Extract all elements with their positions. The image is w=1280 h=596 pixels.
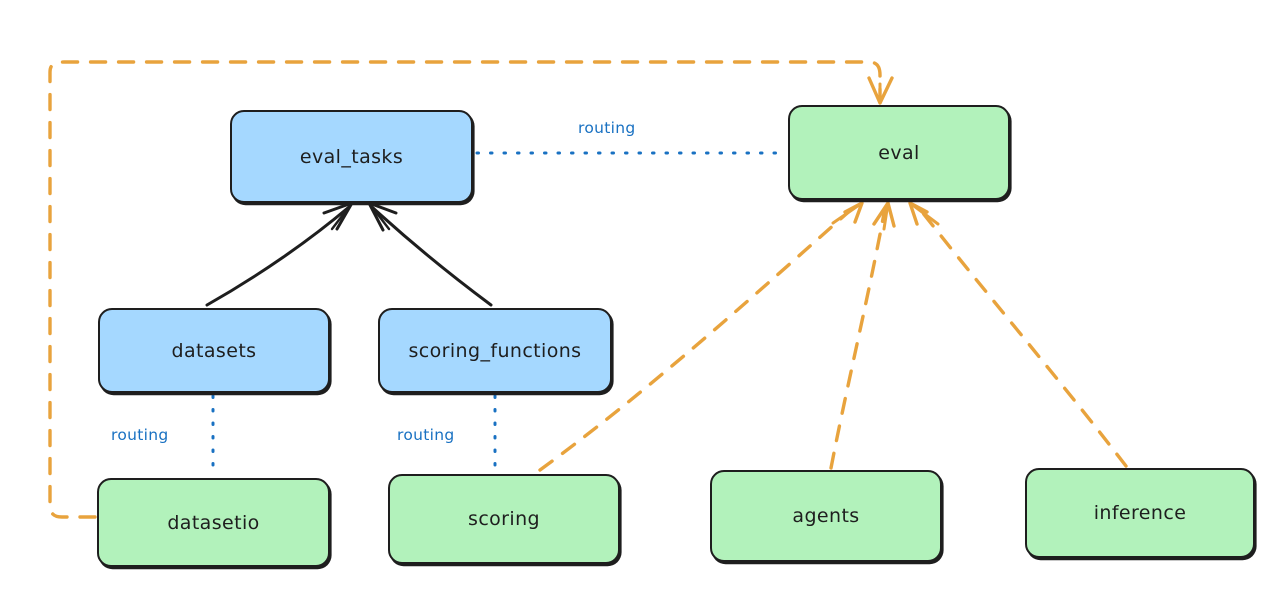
node-label-datasetio: datasetio (167, 511, 260, 534)
node-label-inference: inference (1093, 502, 1187, 524)
edge-agents-to-eval (829, 201, 896, 470)
node-label-scoring: scoring (468, 508, 540, 530)
edge-scoring-functions-to-eval-tasks (367, 201, 493, 307)
node-label-datasets: datasets (171, 339, 257, 362)
node-label-eval-tasks: eval_tasks (299, 145, 404, 168)
edge-label-routing-datasets: routing (111, 426, 169, 444)
node-label-scoring-functions: scoring_functions (408, 339, 582, 362)
node-eval-tasks[interactable]: eval_tasks (230, 110, 473, 203)
node-agents[interactable]: agents (710, 470, 942, 562)
edge-label-routing-eval-tasks: routing (578, 119, 636, 137)
edge-datasetio-to-eval (48, 60, 894, 519)
edge-scoring-to-eval (538, 201, 864, 472)
node-label-eval: eval (878, 141, 920, 164)
node-scoring[interactable]: scoring (388, 474, 620, 564)
node-datasets[interactable]: datasets (98, 308, 330, 393)
node-datasetio[interactable]: datasetio (97, 478, 330, 567)
node-scoring-functions[interactable]: scoring_functions (378, 308, 612, 393)
node-inference[interactable]: inference (1025, 468, 1255, 558)
node-label-agents: agents (792, 505, 860, 527)
edge-label-routing-scoring-functions: routing (397, 426, 455, 444)
node-eval[interactable]: eval (788, 105, 1010, 200)
edge-inference-to-eval (908, 201, 1128, 468)
edge-datasets-to-eval-tasks (205, 201, 354, 307)
